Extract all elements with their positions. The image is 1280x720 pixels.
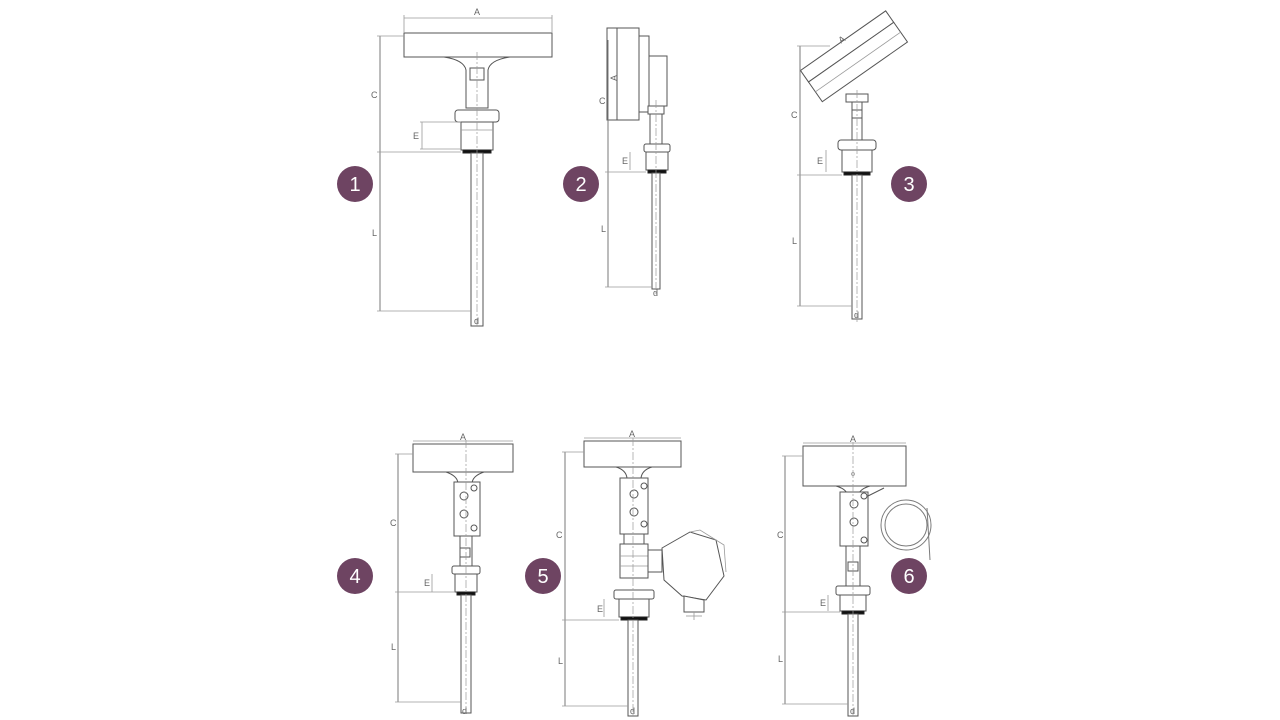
dim-label-l: L: [778, 654, 783, 664]
badge-circle: [563, 166, 599, 202]
dim-label-e: E: [413, 131, 419, 141]
dim-label-a: A: [474, 7, 480, 17]
badge-circle: [337, 558, 373, 594]
dial-neck: [615, 466, 653, 479]
tee-branch: [647, 549, 663, 573]
badge-circle: [891, 558, 927, 594]
dim-label-l: L: [792, 236, 797, 246]
dial-case: [802, 445, 907, 487]
dim-label-c: C: [599, 96, 606, 106]
variant-badge-5: 5: [525, 558, 561, 594]
capillary-line: [867, 487, 885, 497]
badge-number: 6: [903, 566, 914, 588]
variant-6: A C E L d 6: [777, 434, 932, 718]
dim-label-l: L: [601, 224, 606, 234]
hex-fitting: [618, 598, 650, 618]
variant-badge-1: 1: [337, 166, 373, 202]
dim-label-e: E: [597, 604, 603, 614]
variant-3: A C E L d 3: [791, 10, 927, 322]
dim-label-d: d: [462, 706, 467, 716]
dim-label-d: d: [854, 310, 859, 320]
dim-label-d: d: [474, 316, 479, 326]
variant-1: A C E L d 1: [337, 7, 553, 328]
badge-number: 3: [903, 174, 914, 196]
variant-5: A C E L d 5: [525, 429, 727, 718]
variant-badge-6: 6: [891, 558, 927, 594]
dial-case: [403, 32, 553, 58]
union-nut: [613, 589, 655, 600]
variant-4: A C E L d 4: [337, 432, 514, 716]
cable-gland: [683, 595, 705, 613]
dim-label-l: L: [558, 656, 563, 666]
dim-label-c: C: [556, 530, 563, 540]
badge-number: 1: [349, 174, 360, 196]
badge-circle: [337, 166, 373, 202]
dial-case: [412, 443, 514, 473]
dim-label-c: C: [791, 110, 798, 120]
variant-badge-4: 4: [337, 558, 373, 594]
dim-label-a: A: [850, 434, 856, 444]
dim-label-a: A: [836, 34, 847, 46]
junction-head: [661, 531, 725, 601]
badge-number: 2: [575, 174, 586, 196]
dim-label-a: A: [629, 429, 635, 439]
dim-label-e: E: [817, 156, 823, 166]
dim-label-c: C: [390, 518, 397, 528]
dim-label-c: C: [371, 90, 378, 100]
badge-number: 4: [349, 566, 360, 588]
dial-back: [638, 35, 650, 113]
dim-label-a: A: [609, 75, 619, 81]
variant-badge-2: 2: [563, 166, 599, 202]
dim-label-d: d: [630, 706, 635, 716]
dim-label-a: A: [460, 432, 466, 442]
dial-case: [616, 27, 640, 121]
tube-window: [459, 547, 471, 558]
dim-label-c: C: [777, 530, 784, 540]
variant-2: A C E L d 2: [563, 27, 671, 298]
badge-circle: [525, 558, 561, 594]
badge-number: 5: [537, 566, 548, 588]
adapter: [623, 533, 645, 545]
tee-body: [619, 543, 649, 579]
union-nut: [643, 143, 671, 153]
badge-circle: [891, 166, 927, 202]
variant-badge-3: 3: [891, 166, 927, 202]
dial-case: [583, 440, 682, 468]
dim-label-e: E: [820, 598, 826, 608]
dim-label-e: E: [622, 156, 628, 166]
dim-label-l: L: [372, 228, 377, 238]
capillary-coil: [880, 499, 932, 551]
dim-label-l: L: [391, 642, 396, 652]
dim-label-d: d: [653, 288, 658, 298]
dim-label-d: d: [850, 706, 855, 716]
dial-mount: [648, 55, 668, 107]
dim-label-e: E: [424, 578, 430, 588]
hex-fitting: [645, 151, 669, 171]
